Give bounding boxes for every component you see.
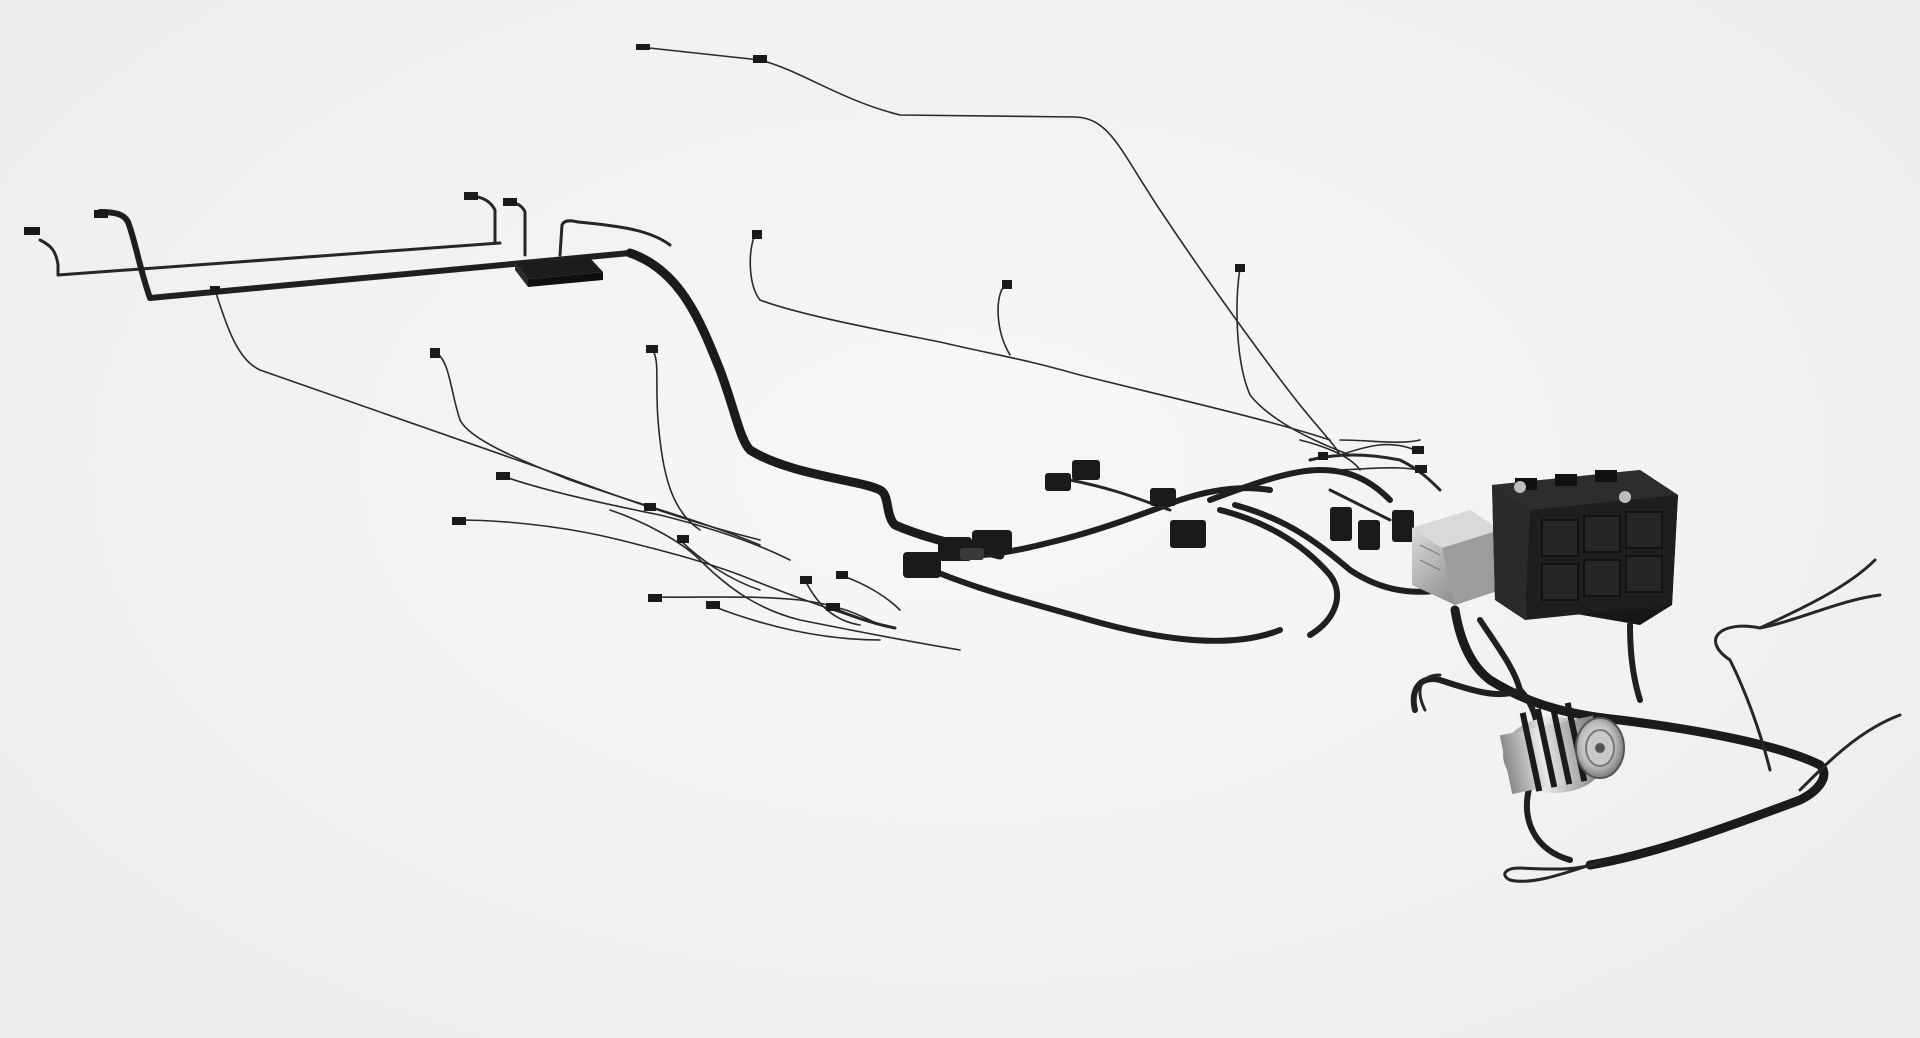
upper-sensor-wire	[636, 44, 1341, 456]
loose-connectors	[1418, 673, 1442, 712]
main-trunk	[625, 248, 1005, 560]
fuse-box: fuse box	[1412, 510, 1500, 605]
connector-cluster-center	[903, 460, 1283, 644]
battery: battery	[1492, 470, 1678, 625]
alternator: alternator	[1499, 702, 1625, 795]
left-fan-wires	[430, 345, 961, 651]
battery-cables	[1410, 558, 1902, 883]
ecu-module: ecu	[515, 258, 603, 287]
right-cluster-wires	[1207, 439, 1443, 638]
mid-long-wire	[749, 230, 1351, 456]
upper-left-harness	[24, 192, 761, 541]
